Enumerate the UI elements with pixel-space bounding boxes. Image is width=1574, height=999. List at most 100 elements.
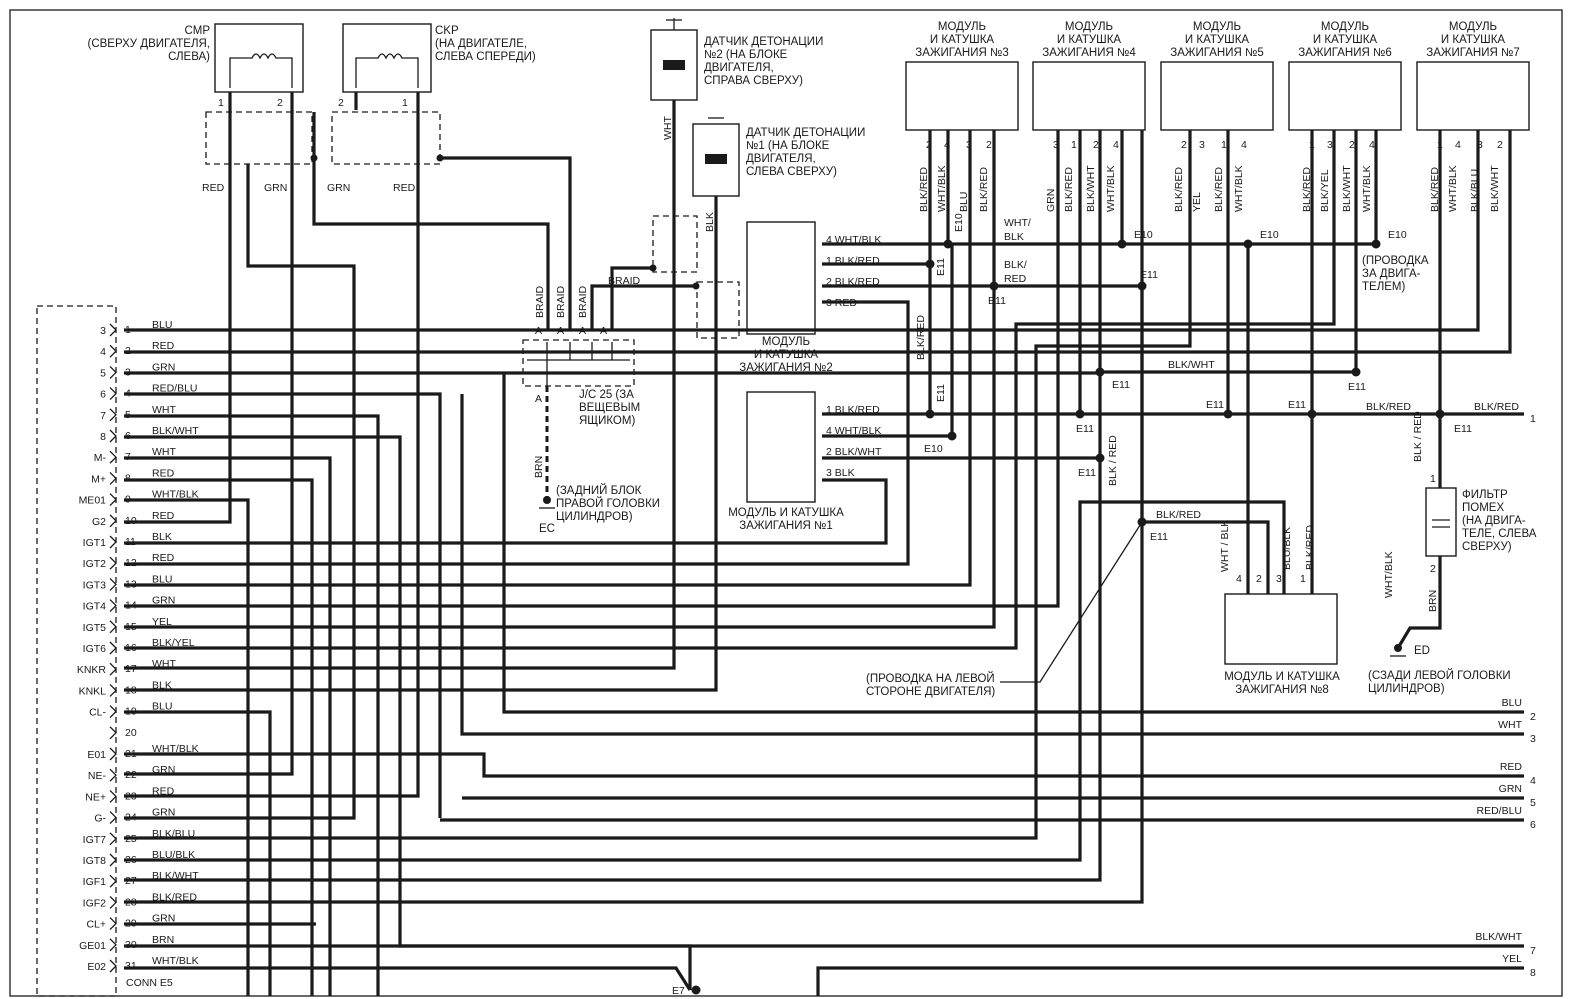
coil5-wire-2: YEL [1191,192,1203,212]
knock-sensor-1: ДАТЧИК ДЕТОНАЦИИ №1 (НА БЛОКЕ ДВИГАТЕЛЯ,… [692,117,865,232]
pin-arrow-icon [109,768,117,782]
coil7-wire-4: BLK/WHT [1489,165,1501,212]
filter-ground-note-1: (СЗАДИ ЛЕВОЙ ГОЛОВКИ [1368,669,1511,682]
cmp-wire-red: RED [202,182,225,194]
ecm-pin-terminal: M+ [91,473,106,485]
coil6-wire-2: BLK/YEL [1319,169,1331,212]
ecm-pin-terminal: 7 [100,410,106,422]
e11-label-i: E11 [1288,399,1306,411]
coil4-pin-2: 1 [1071,139,1077,151]
knock2-element [663,60,685,70]
cmp-location-1: (СВЕРХУ ДВИГАТЕЛЯ, [88,38,211,50]
ecm-pin-terminal: IGT7 [83,834,106,846]
pin-arrow-icon [109,683,117,697]
pin-arrow-icon [109,662,117,676]
right-output-wire: BLK/WHT [1475,931,1522,943]
ecm-pin-terminal: 6 [100,389,106,401]
right-output-number: 8 [1530,967,1536,979]
pin-arrow-icon [109,365,117,379]
blk-red-vert-label: BLK/RED [915,315,927,360]
ecm-pin-wire-color: BLK/WHT [152,425,199,437]
pin-arrow-icon [109,620,117,634]
blk-red-label-2: RED [1004,273,1027,285]
ecm-pin-terminal: 5 [100,367,106,379]
right-output-number: 3 [1530,733,1536,745]
knock1-line-2: №1 (НА БЛОКЕ [746,140,830,152]
filter-wire-top: BLK / RED [1412,411,1424,462]
right-output-number: 1 [1530,413,1536,425]
filter-title-4: ТЕЛЕ, СЛЕВА [1462,528,1537,540]
ecm-connector-label: CONN E5 [126,977,173,989]
ecm-pin-wire-color: GRN [152,595,175,607]
ecm-pin-wire-color: GRN [152,361,175,373]
pin-arrow-icon [109,832,117,846]
e11-label-e: E11 [1348,381,1366,393]
coil3-wire-1: BLK/RED [918,167,930,212]
braid-label-3: BRAID [577,285,589,318]
ecm-pin-terminal: GE01 [79,940,106,952]
coil5-wire-1: BLK/RED [1173,167,1185,212]
ckp-wire-red: RED [393,182,416,194]
pin-arrow-icon [109,514,117,528]
coil4-wire-4: WHT/BLK [1105,165,1117,212]
coil6-pin-2: 3 [1327,139,1333,151]
splice-points [310,154,1445,995]
coil7-pin-4: 2 [1497,139,1503,151]
filter-ground-label: ED [1414,645,1430,657]
coil8-title-2: ЗАЖИГАНИЯ №8 [1235,684,1328,696]
blk-wht-bus-label: BLK/WHT [1168,359,1215,371]
braid-label-1: BRAID [534,285,546,318]
coil5-pin-3: 1 [1221,139,1227,151]
coil6-wire-4: WHT/BLK [1361,165,1373,212]
coil6-title-2: И КАТУШКА [1313,34,1378,46]
coil5-title-2: И КАТУШКА [1185,34,1250,46]
ecm-pin-terminal: 8 [100,431,106,443]
ecm-pin-terminal: IGT5 [83,622,106,634]
knock2-line-2: №2 (НА БЛОКЕ [704,49,788,61]
noise-filter: 1 2 ФИЛЬТР ПОМЕХ (НА ДВИГА- ТЕЛЕ, СЛЕВА … [1368,411,1537,695]
ecm-pin-wire-color: BRN [152,934,174,946]
e11-label-f: E11 [935,384,947,402]
ecm-pin-wire-color: BLK [152,531,172,543]
ckp-title: CKP [435,25,459,37]
blk-red-bus-label: BLK/RED [1366,401,1411,413]
blk-red-vert-label-2: BLK / RED [1107,435,1119,486]
pin-arrow-icon [109,917,117,931]
e11-label-j: E11 [1454,423,1472,435]
blk-red-label-1: BLK/ [1004,259,1027,271]
ignition-coil-1: 1 BLK/RED 4 WHT/BLK 2 BLK/WHT 3 BLK МОДУ… [728,391,882,532]
coil7-title-2: И КАТУШКА [1441,34,1506,46]
ecm-pin-wire-color: RED [152,552,175,564]
filter-box [1425,487,1457,557]
ecm-pin-wire-color: RED [152,510,175,522]
ckp-pin-2: 2 [338,97,344,109]
e10-label-c: E10 [1260,229,1279,241]
ecm-pin-terminal: ME01 [79,495,107,507]
e11-label-h: E11 [1206,399,1224,411]
e11-label-l: E11 [1150,531,1168,543]
coil8-pin-2: 2 [1256,573,1262,585]
braid-label-2: BRAID [555,285,567,318]
filter-title-5: СВЕРХУ) [1462,541,1512,553]
